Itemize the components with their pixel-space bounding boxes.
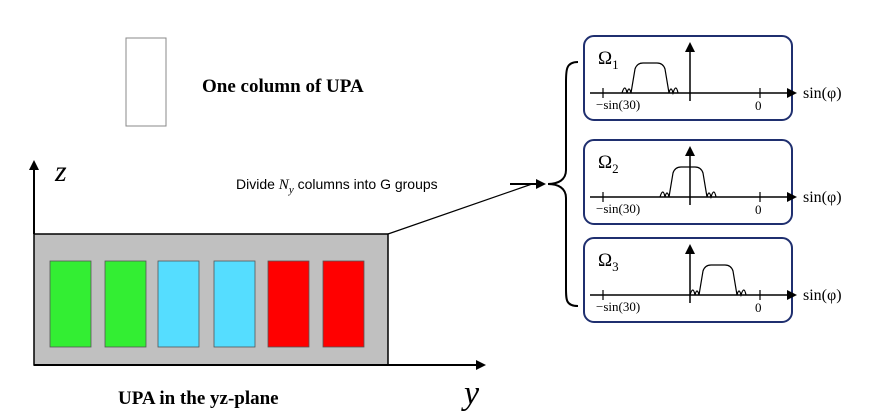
y-axis-label: y: [461, 375, 480, 412]
group-panel: Ω2 −sin(30) 0 sin(φ): [583, 139, 842, 225]
tick-label-zero: 0: [755, 202, 762, 217]
upa-column: [49, 260, 92, 348]
tick-label-left: −sin(30): [596, 299, 640, 314]
group-box: [583, 35, 793, 121]
divide-label: Divide Ny columns into G groups: [236, 176, 438, 196]
axis-label-sin-phi: sin(φ): [803, 85, 842, 102]
group-panel: Ω3 −sin(30) 0 sin(φ): [583, 237, 842, 323]
tick-label-zero: 0: [755, 98, 762, 113]
column-legend-label: One column of UPA: [202, 76, 364, 97]
beam-pattern: [659, 166, 717, 200]
tick-label-left: −sin(30): [596, 97, 640, 112]
group-panel: Ω1 −sin(30) 0 sin(φ): [583, 35, 842, 121]
upa-caption: UPA in the yz-plane: [118, 388, 279, 409]
tick-label-zero: 0: [755, 300, 762, 315]
upa-column: [213, 260, 256, 348]
group-brace: [547, 61, 579, 307]
tick-label-left: −sin(30): [596, 201, 640, 216]
beam-pattern: [689, 264, 747, 298]
beam-pattern: [621, 62, 679, 96]
axis-label-sin-phi: sin(φ): [803, 189, 842, 206]
upa-column: [157, 260, 200, 348]
group-omega-label: Ω1: [598, 48, 619, 72]
column-legend-swatch: [125, 37, 167, 127]
divide-connector-line: [387, 183, 533, 235]
upa-column: [104, 260, 147, 348]
group-box: [583, 237, 793, 323]
group-omega-label: Ω3: [598, 250, 619, 274]
axis-label-sin-phi: sin(φ): [803, 287, 842, 304]
z-axis-label: z: [54, 155, 67, 188]
group-omega-label: Ω2: [598, 152, 619, 176]
upa-column: [322, 260, 365, 348]
group-box: [583, 139, 793, 225]
upa-column: [267, 260, 310, 348]
